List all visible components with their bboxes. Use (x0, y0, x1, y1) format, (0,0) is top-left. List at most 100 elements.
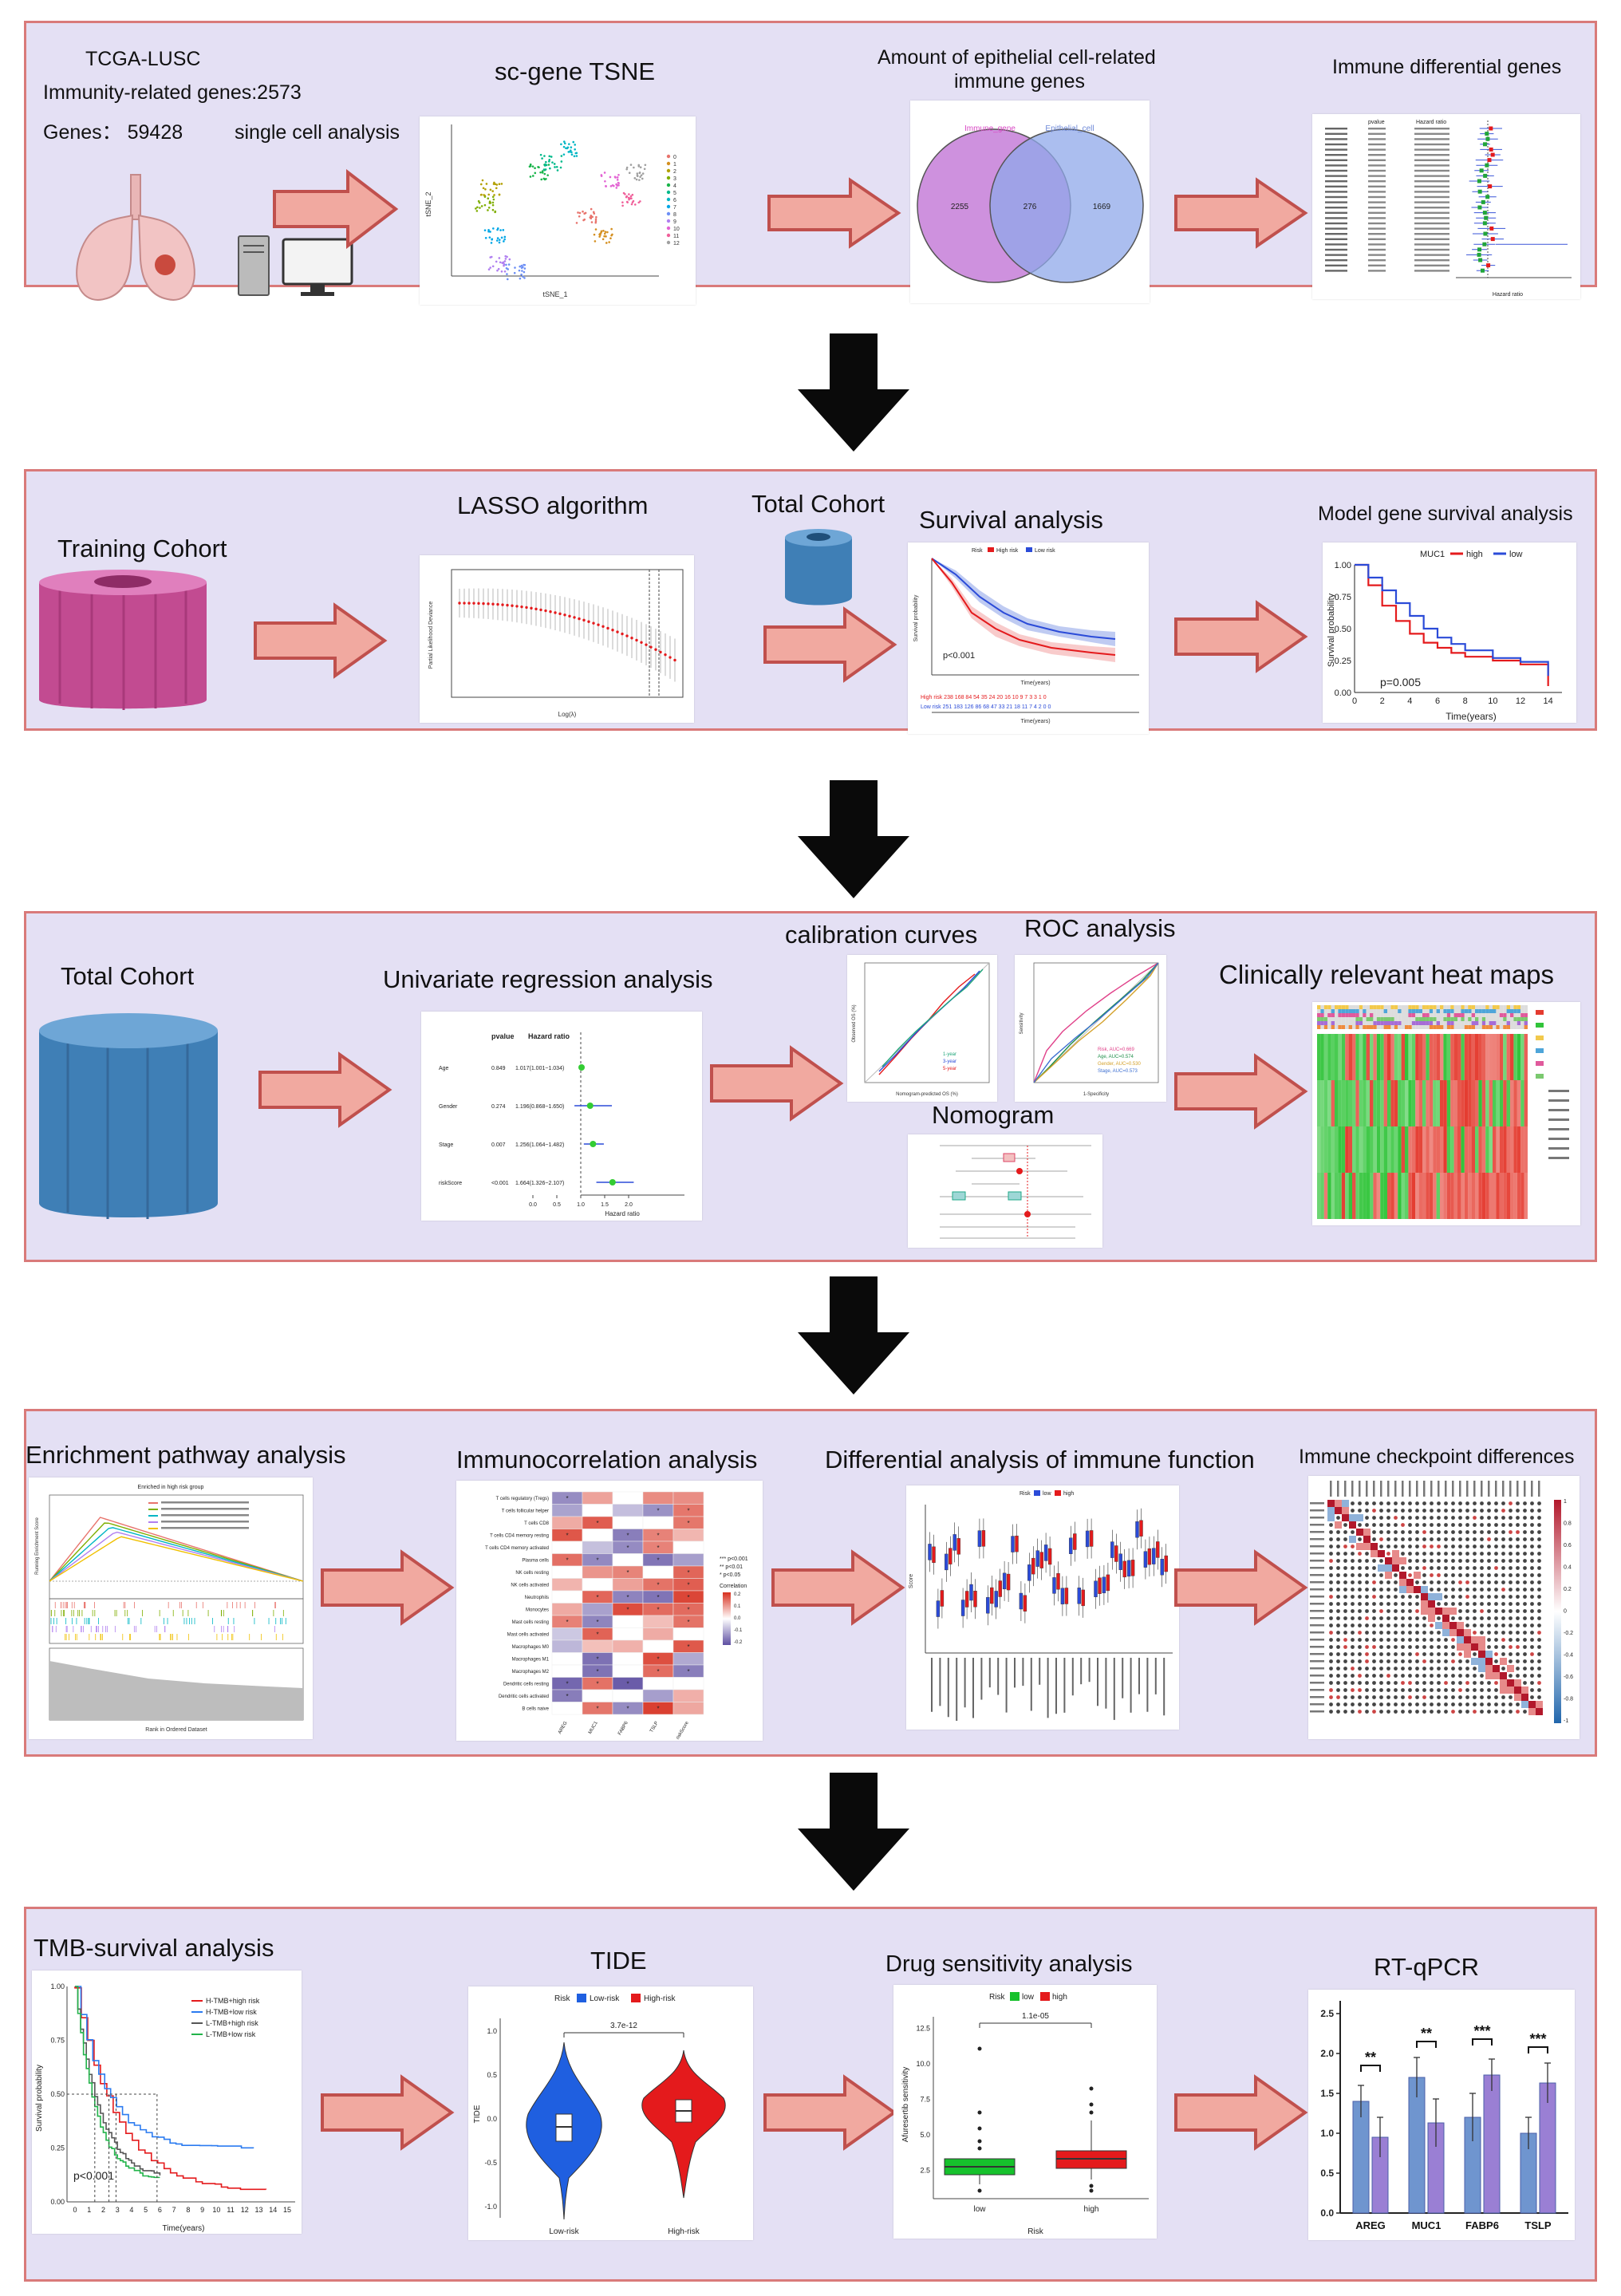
cp-cell (1444, 1710, 1448, 1714)
cp-cell (1473, 1501, 1477, 1505)
heatmap-annotation-cell (1415, 1009, 1419, 1013)
uni-row-p: 0.849 (491, 1066, 506, 1071)
cp-cell (1401, 1595, 1405, 1599)
heatmap-annotation-cell (1429, 1009, 1434, 1013)
cp-col-label (1416, 1481, 1418, 1497)
forest-gene-label (1325, 132, 1347, 135)
cp-cell (1465, 1509, 1469, 1513)
heatmap-annotation-cell (1453, 1013, 1457, 1017)
cp-cell (1501, 1530, 1505, 1534)
cp-cell (1509, 1609, 1513, 1613)
cp-cell (1493, 1672, 1500, 1679)
cp-cell (1394, 1645, 1398, 1649)
cp-cell (1530, 1537, 1534, 1541)
lasso-plot: Log(λ) Partial Likelihood Deviance (420, 555, 694, 723)
uni-row-p: <0.001 (491, 1181, 509, 1186)
tsne-point (568, 143, 570, 145)
heatmap-cell (1370, 1173, 1374, 1219)
heatmap-annotation-cell (1418, 1013, 1422, 1017)
heatmap-annotation-cell (1359, 1013, 1363, 1017)
cp-cell (1379, 1516, 1383, 1520)
tsne-point (570, 153, 574, 156)
tsne-point (590, 215, 593, 217)
cp-cell (1336, 1595, 1340, 1599)
heatmap-annotation-cell (1331, 1025, 1335, 1029)
cp-cell (1327, 1507, 1335, 1514)
cp-cell (1516, 1623, 1520, 1627)
tsne-point (501, 262, 504, 264)
cp-cell (1528, 1708, 1536, 1715)
tsne-point (603, 235, 605, 238)
cp-cell (1494, 1638, 1498, 1642)
cp-cell (1401, 1674, 1405, 1678)
cp-cell (1394, 1667, 1398, 1671)
heatmap-annotation-cell (1398, 1005, 1402, 1009)
cp-cell (1537, 1566, 1541, 1570)
tsne-point (491, 238, 493, 241)
tsne-point (488, 202, 491, 204)
heatmap-annotation-cell (1320, 1005, 1324, 1009)
cp-cell (1365, 1710, 1369, 1714)
heatmap-cell (1436, 1034, 1440, 1080)
immuno-cell (551, 1664, 583, 1678)
cp-row-label (1310, 1703, 1324, 1706)
cp-row-label (1310, 1567, 1324, 1569)
cp-cell (1401, 1566, 1405, 1570)
cp-cell (1386, 1623, 1390, 1627)
tsne-point (491, 203, 495, 207)
cp-cell (1336, 1544, 1340, 1548)
cp-row-label (1310, 1617, 1324, 1619)
rt-ytick: 0.0 (1320, 2207, 1334, 2219)
drug-xtick-low: low (973, 2205, 986, 2214)
ifn-box (1106, 1574, 1110, 1592)
heatmap-cell (1345, 1080, 1349, 1126)
cp-cell (1394, 1623, 1398, 1627)
cp-cell (1394, 1652, 1398, 1656)
heatmap-cell (1433, 1080, 1437, 1126)
cp-scale-tick: 0.8 (1564, 1521, 1572, 1527)
cp-cell (1351, 1652, 1355, 1656)
immuno-cell (612, 1639, 644, 1653)
cp-cell (1358, 1623, 1362, 1627)
tsne-point (506, 273, 508, 275)
ifn-xlabel (939, 1658, 941, 1706)
cp-cell (1523, 1523, 1527, 1527)
gsea-curve (49, 1517, 304, 1582)
immuno-cell (582, 1639, 613, 1653)
cp-cell (1537, 1645, 1541, 1649)
tsne-point (548, 160, 550, 163)
cp-cell (1516, 1652, 1520, 1656)
svg-text:*: * (657, 1582, 659, 1589)
cp-cell (1480, 1616, 1484, 1620)
heatmap-annotation-cell (1348, 1025, 1352, 1029)
ifn-box (1081, 1589, 1085, 1607)
cp-cell (1329, 1523, 1333, 1527)
cp-cell (1437, 1530, 1441, 1534)
cp-cell (1509, 1695, 1513, 1699)
cp-cell (1394, 1516, 1398, 1520)
heatmap-annotation-cell (1496, 1009, 1500, 1013)
heatmap-cell (1366, 1126, 1370, 1173)
heatmap-annotation-cell (1359, 1017, 1363, 1021)
ifn-xlabel (947, 1658, 949, 1718)
heatmap-cell (1520, 1080, 1524, 1126)
heatmap-annotation-cell (1429, 1005, 1434, 1009)
cp-cell (1372, 1566, 1376, 1570)
cp-cell (1358, 1681, 1362, 1685)
forest-hr (1414, 191, 1449, 193)
heatmap-annotation-cell (1450, 1025, 1454, 1029)
cp-cell (1386, 1588, 1390, 1592)
cp-cell (1428, 1608, 1435, 1615)
cp-cell (1444, 1501, 1448, 1505)
rt-ytick: 2.0 (1320, 2048, 1334, 2059)
cp-cell (1537, 1509, 1541, 1513)
tsne-point (495, 260, 498, 263)
heatmap-annotation-cell (1317, 1025, 1321, 1029)
forest-plot: pvalue Hazard ratio Hazard ratio (1312, 114, 1580, 299)
heatmap-annotation-cell (1426, 1013, 1430, 1017)
heatmap-cell (1335, 1034, 1339, 1080)
cp-cell (1465, 1616, 1469, 1620)
immuno-cell (642, 1516, 674, 1529)
heatmap-cell (1461, 1173, 1465, 1219)
cp-cell (1365, 1580, 1369, 1584)
